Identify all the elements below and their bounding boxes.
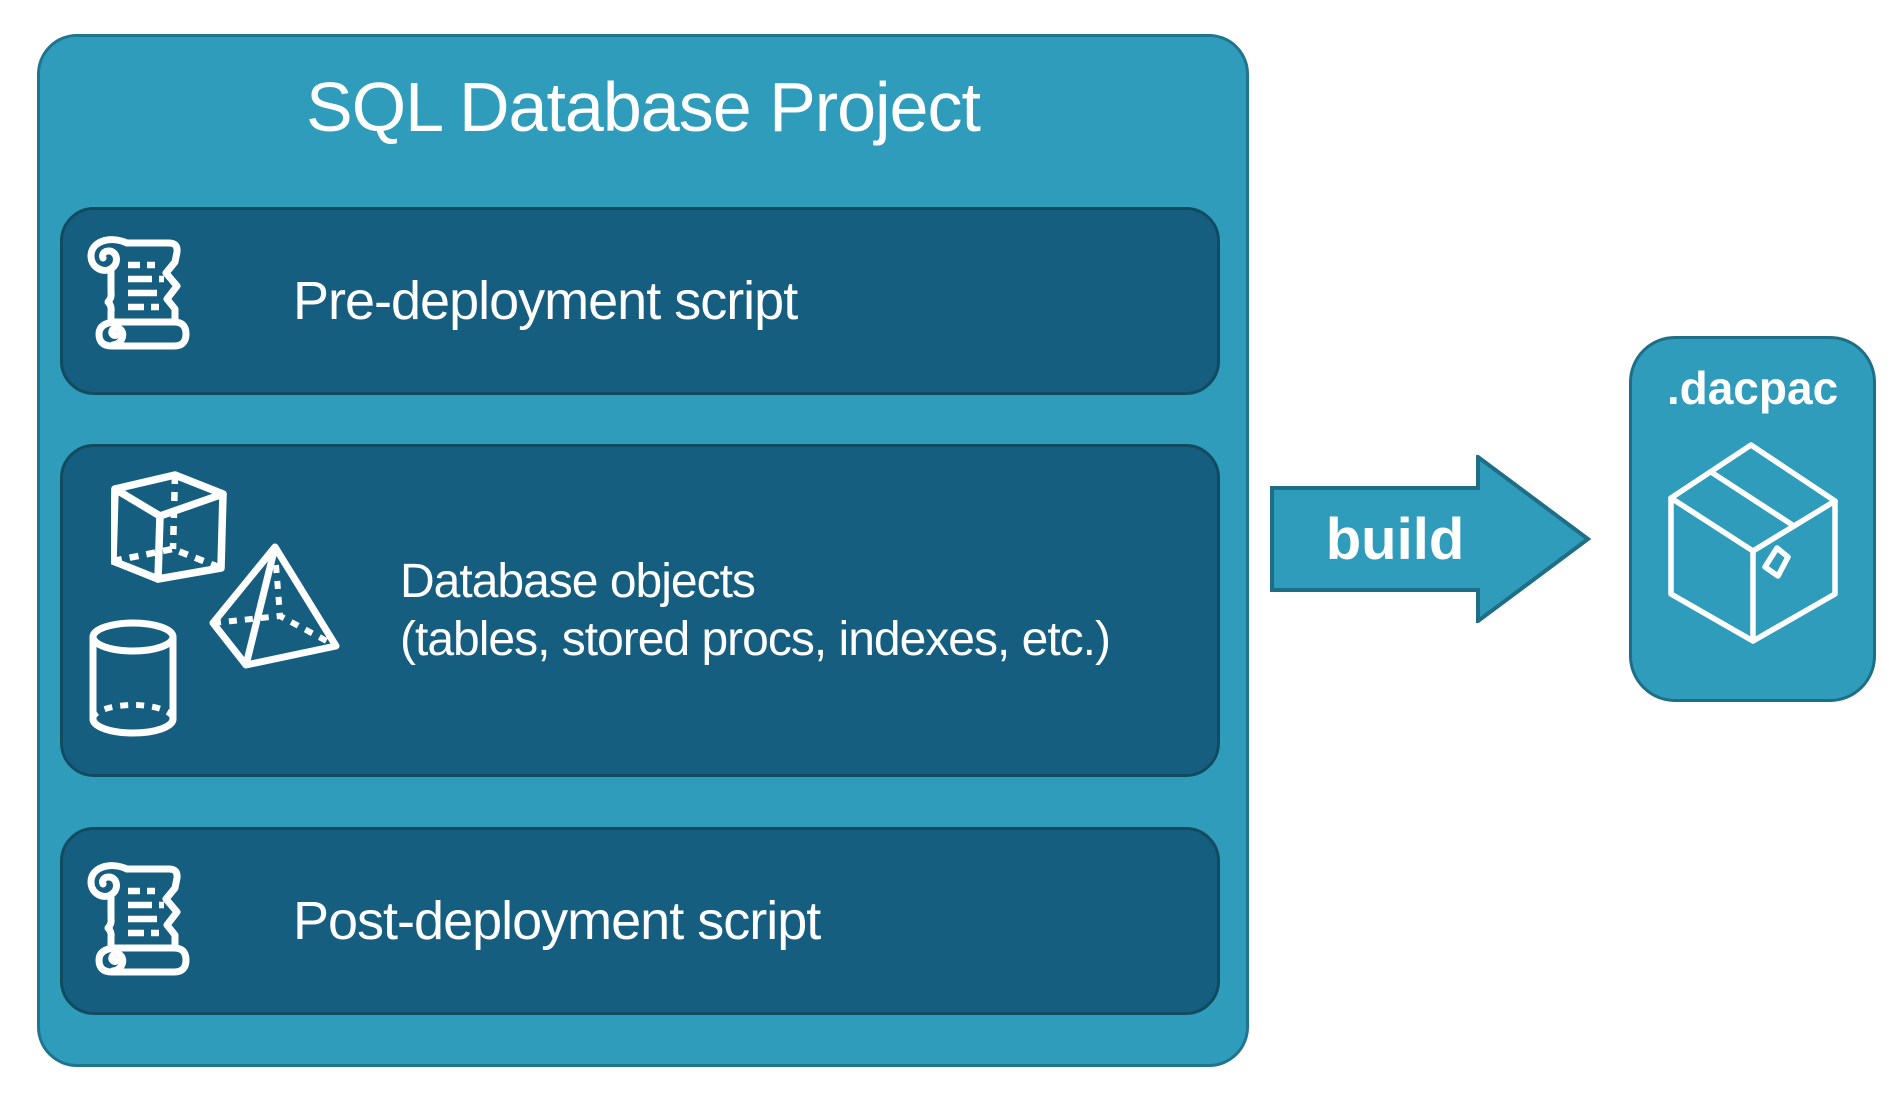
database-objects-label: Database objects (tables, stored procs, … xyxy=(400,553,1111,669)
scroll-icon xyxy=(87,862,190,976)
project-title: SQL Database Project xyxy=(306,68,981,146)
sql-database-project-container: SQL Database Project P xyxy=(37,34,1249,1067)
database-objects-line1: Database objects xyxy=(400,554,756,608)
post-deployment-label: Post-deployment script xyxy=(293,891,821,951)
package-icon xyxy=(1667,442,1838,644)
dacpac-label: .dacpac xyxy=(1666,362,1839,414)
pyramid-icon xyxy=(209,543,340,669)
build-label: build xyxy=(1325,506,1465,572)
cube-icon xyxy=(111,471,227,583)
scroll-icon xyxy=(87,236,190,350)
post-deployment-box: Post-deployment script xyxy=(60,827,1220,1015)
pre-deployment-label: Pre-deployment script xyxy=(293,271,798,331)
build-arrow-icon xyxy=(1270,455,1592,623)
database-objects-box: Database objects (tables, stored procs, … xyxy=(60,444,1220,777)
pre-deployment-box: Pre-deployment script xyxy=(60,207,1220,395)
dacpac-box: .dacpac xyxy=(1629,336,1876,702)
cylinder-icon xyxy=(89,619,177,737)
database-objects-line2: (tables, stored procs, indexes, etc.) xyxy=(400,612,1111,666)
